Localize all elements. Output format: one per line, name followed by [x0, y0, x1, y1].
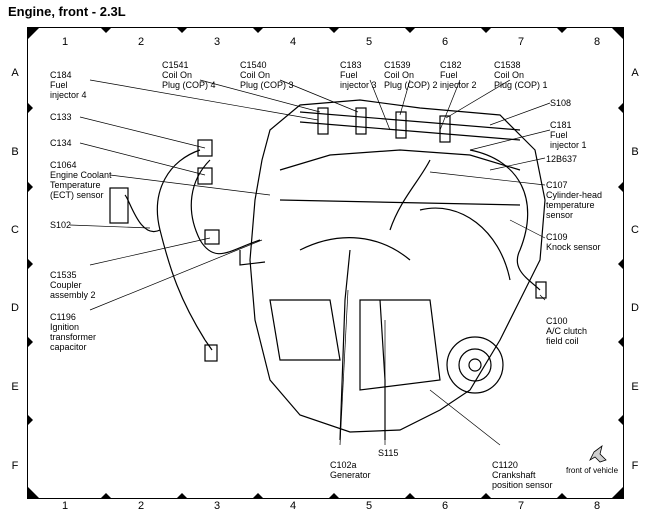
grid-col-4-top: 4 [289, 36, 297, 48]
grid-row-e-left: E [11, 381, 19, 393]
grid-col-5-top: 5 [365, 36, 373, 48]
callout-c100: C100 A/C clutch field coil [546, 316, 588, 346]
grid-col-8-bottom: 8 [593, 500, 601, 512]
callout-12b637: 12B637 [546, 154, 578, 164]
callout-c1120: C1120 Crankshaft position sensor [492, 460, 553, 490]
grid-row-f-left: F [11, 460, 19, 472]
grid-col-3-top: 3 [213, 36, 221, 48]
callout-c1538: C1538 Coil On Plug (COP) 1 [494, 60, 548, 90]
grid-col-5-bottom: 5 [365, 500, 373, 512]
page-title: Engine, front - 2.3L [8, 4, 126, 19]
grid-row-d-left: D [11, 302, 19, 314]
callout-c1196: C1196 Ignition transformer capacitor [50, 312, 97, 352]
callout-c102a: C102a Generator [330, 460, 371, 480]
callout-s102: S102 [50, 220, 72, 230]
callout-c1539: C1539 Coil On Plug (COP) 2 [384, 60, 438, 90]
callout-c181: C181 Fuel injector 1 [550, 120, 587, 150]
callout-c134: C134 [50, 138, 72, 148]
callout-s115: S115 [378, 448, 399, 458]
grid-col-7-bottom: 7 [517, 500, 525, 512]
callout-c183: C183 Fuel injector 3 [340, 60, 377, 90]
grid-col-1-bottom: 1 [61, 500, 69, 512]
grid-row-b-right: B [631, 146, 639, 158]
callout-s108: S108 [550, 98, 572, 108]
front-of-vehicle-arrow-icon [589, 445, 607, 463]
grid-row-c-left: C [11, 224, 19, 236]
callout-c107: C107 Cylinder-head temperature sensor [546, 180, 603, 220]
grid-row-d-right: D [631, 302, 639, 314]
callout-c184: C184 Fuel injector 4 [50, 70, 87, 100]
grid-col-6-top: 6 [441, 36, 449, 48]
grid-col-3-bottom: 3 [213, 500, 221, 512]
grid-row-f-right: F [631, 460, 639, 472]
grid-col-7-top: 7 [517, 36, 525, 48]
callout-c1064: C1064 Engine Coolant Temperature (ECT) s… [50, 160, 112, 200]
grid-col-4-bottom: 4 [289, 500, 297, 512]
grid-col-2-top: 2 [137, 36, 145, 48]
grid-row-a-right: A [631, 67, 639, 79]
grid-row-b-left: B [11, 146, 19, 158]
callout-c133: C133 [50, 112, 72, 122]
front-of-vehicle-label: front of vehicle [566, 466, 619, 475]
frame-markers [27, 27, 624, 499]
callout-c1535: C1535 Coupler assembly 2 [50, 270, 96, 300]
grid-col-8-top: 8 [593, 36, 601, 48]
callout-c1541: C1541 Coil On Plug (COP) 4 [162, 60, 216, 90]
grid-row-e-right: E [631, 381, 639, 393]
grid-col-2-bottom: 2 [137, 500, 145, 512]
callout-c182: C182 Fuel injector 2 [440, 60, 477, 90]
grid-col-6-bottom: 6 [441, 500, 449, 512]
grid-row-a-left: A [11, 67, 19, 79]
callout-c109: C109 Knock sensor [546, 232, 601, 252]
callout-c1540: C1540 Coil On Plug (COP) 3 [240, 60, 294, 90]
leader-lines [69, 79, 551, 446]
grid-row-c-right: C [631, 224, 639, 236]
grid-col-1-top: 1 [61, 36, 69, 48]
